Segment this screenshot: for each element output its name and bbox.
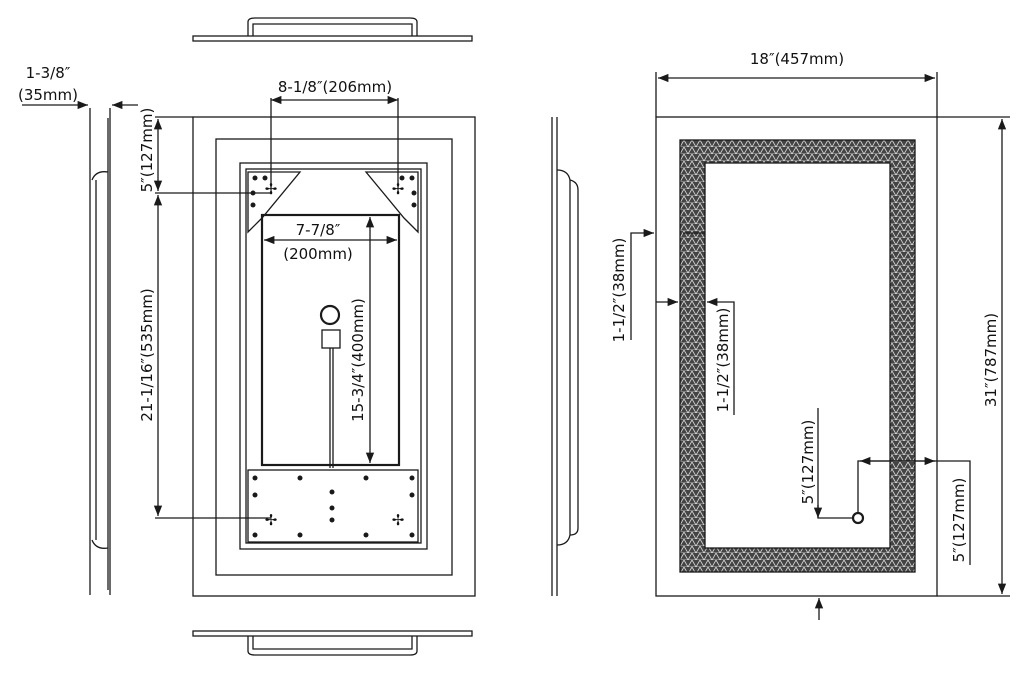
recess-height-label: 15-3/4″(400mm) — [349, 298, 367, 422]
width-label: 18″(457mm) — [750, 50, 844, 68]
bottom-edge-view — [192, 630, 473, 656]
keyhole-icon: ✢ — [265, 511, 278, 529]
recess-width-inch-label: 7-7/8″ — [296, 221, 341, 239]
band-offset-label: 1-1/2″(38mm) — [610, 238, 628, 343]
side-depth-mm-label: (35mm) — [18, 86, 78, 104]
switch-from-bottom-label: 5″(127mm) — [950, 478, 968, 563]
screw-dots — [250, 175, 417, 538]
bracket-top-right — [364, 171, 419, 234]
bracket-vertical-spacing-label: 21-1/16″(535mm) — [138, 288, 156, 421]
back-view: ✢ ✢ ✢ ✢ 8-1/8″(206mm) 5″(127mm) 21-1/16″… — [138, 78, 476, 597]
power-plug-icon — [319, 304, 341, 468]
bracket-spacing-label: 8-1/8″(206mm) — [278, 78, 392, 96]
bracket-top-left — [247, 171, 302, 234]
right-side-view — [551, 117, 579, 596]
recess-width-mm-label: (200mm) — [283, 245, 353, 263]
top-edge-view — [192, 17, 473, 42]
switch-from-side-label: 5″(127mm) — [799, 420, 817, 505]
touch-switch-icon[interactable] — [851, 511, 865, 525]
band-width-label: 1-1/2″(38mm) — [714, 308, 732, 413]
top-to-bracket-label: 5″(127mm) — [138, 108, 156, 193]
front-view: 18″(457mm) 31″(787mm) 1-1/2″(38mm) 1-1/2… — [610, 50, 1010, 620]
height-label: 31″(787mm) — [982, 313, 1000, 407]
keyhole-icon: ✢ — [392, 511, 405, 529]
side-depth-inch-label: 1-3/8″ — [26, 64, 71, 82]
left-side-view: 1-3/8″ (35mm) — [18, 64, 138, 595]
led-light-band — [680, 140, 915, 572]
